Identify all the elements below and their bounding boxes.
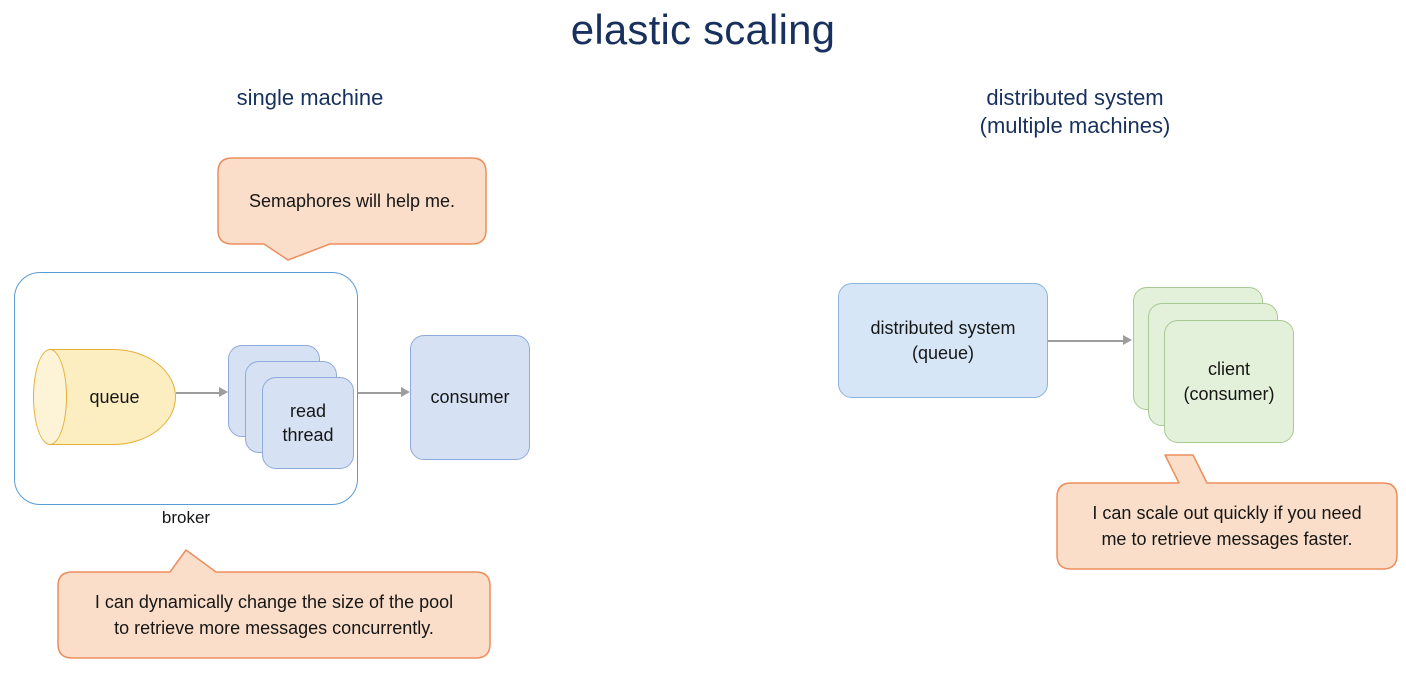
section-heading-distributed-line1: distributed system [986, 85, 1164, 110]
distributed-system-queue-line1: distributed system [870, 318, 1016, 339]
client-card-front [1164, 320, 1294, 443]
arrow-queue-to-read-thread-head [219, 387, 228, 397]
read-thread-card-front [262, 377, 354, 469]
arrow-distributed-system-to-client-head [1123, 335, 1132, 345]
distributed-system-queue-line2: (queue) [911, 342, 975, 363]
queue-cylinder: queue [33, 349, 176, 445]
section-heading-single-machine: single machine [236, 85, 384, 110]
queue-cylinder-body [50, 349, 176, 445]
speech-bubble-pool: I can dynamically change the size of the… [57, 548, 491, 659]
arrow-read-thread-to-consumer-line [358, 392, 402, 394]
page-title: elastic scaling [570, 6, 836, 53]
broker-container [14, 272, 358, 505]
queue-cylinder-cap [33, 349, 67, 445]
distributed-system-queue-box: distributed system (queue) [838, 283, 1048, 398]
client-consumer-stack: client (consumer) [1133, 287, 1295, 443]
arrow-queue-to-read-thread-line [176, 392, 220, 394]
section-heading-distributed-system: distributed system (multiple machines) [885, 84, 1265, 140]
consumer-box: consumer [410, 335, 530, 460]
queue-label: queue [89, 386, 140, 407]
broker-label: broker [161, 508, 211, 527]
speech-bubble-semaphores: Semaphores will help me. [217, 157, 487, 262]
section-heading-distributed-line2: (multiple machines) [979, 113, 1171, 139]
speech-bubble-scale-out: I can scale out quickly if you need me t… [1056, 453, 1398, 570]
read-thread-stack: read thread [228, 345, 358, 470]
arrow-read-thread-to-consumer-head [401, 387, 410, 397]
arrow-distributed-system-to-client-line [1048, 340, 1124, 342]
